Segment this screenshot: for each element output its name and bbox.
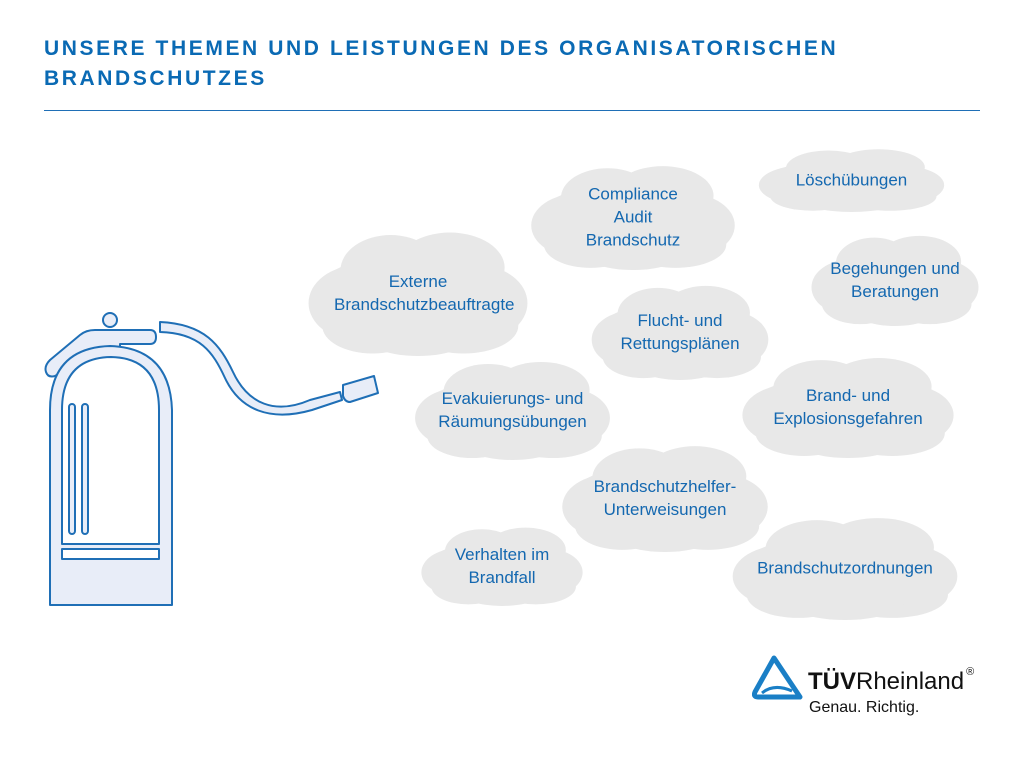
cloud-shape <box>415 362 610 460</box>
fire-extinguisher-icon <box>44 312 379 606</box>
cloud-loeschuebungen: Löschübungen <box>755 148 948 212</box>
cloud-brand-explosionsgefahren: Brand- und Explosionsgefahren <box>738 356 958 458</box>
cloud-evakuierungsuebungen: Evakuierungs- und Räumungsübungen <box>411 360 614 460</box>
cloud-brandschutzordnungen: Brandschutzordnungen <box>728 516 962 620</box>
cloud-brandschutzhelfer: Brandschutzhelfer-Unterweisungen <box>558 444 772 552</box>
cloud-externe-brandschutzbeauftragte: Externe Brandschutzbeauftragte <box>304 230 532 356</box>
cloud-shape <box>811 235 979 326</box>
cloud-verhalten-im-brandfall: Verhalten im Brandfall <box>418 526 586 606</box>
cloud-compliance-audit: Compliance Audit Brandschutz <box>527 164 739 270</box>
cloud-shape <box>308 232 528 356</box>
slogan: Genau. Richtig. <box>809 699 920 716</box>
cloud-shape <box>591 285 769 380</box>
cloud-shape <box>732 518 958 620</box>
cloud-shape <box>421 527 583 606</box>
cloud-flucht-rettungsplaene: Flucht- und Rettungsplänen <box>588 284 772 380</box>
cloud-shape <box>758 149 945 212</box>
title-divider <box>44 110 980 111</box>
cloud-shape <box>742 358 954 458</box>
tuv-rheinland-wordmark: TÜVRheinland® <box>808 666 975 695</box>
cloud-shape <box>531 166 735 270</box>
cloud-shape <box>562 446 768 552</box>
cloud-begehungen-beratungen: Begehungen und Beratungen <box>808 234 982 326</box>
page-title: UNSERE THEMEN UND LEISTUNGEN DES ORGANIS… <box>44 37 839 90</box>
tuv-triangle-logo-icon <box>752 655 803 700</box>
